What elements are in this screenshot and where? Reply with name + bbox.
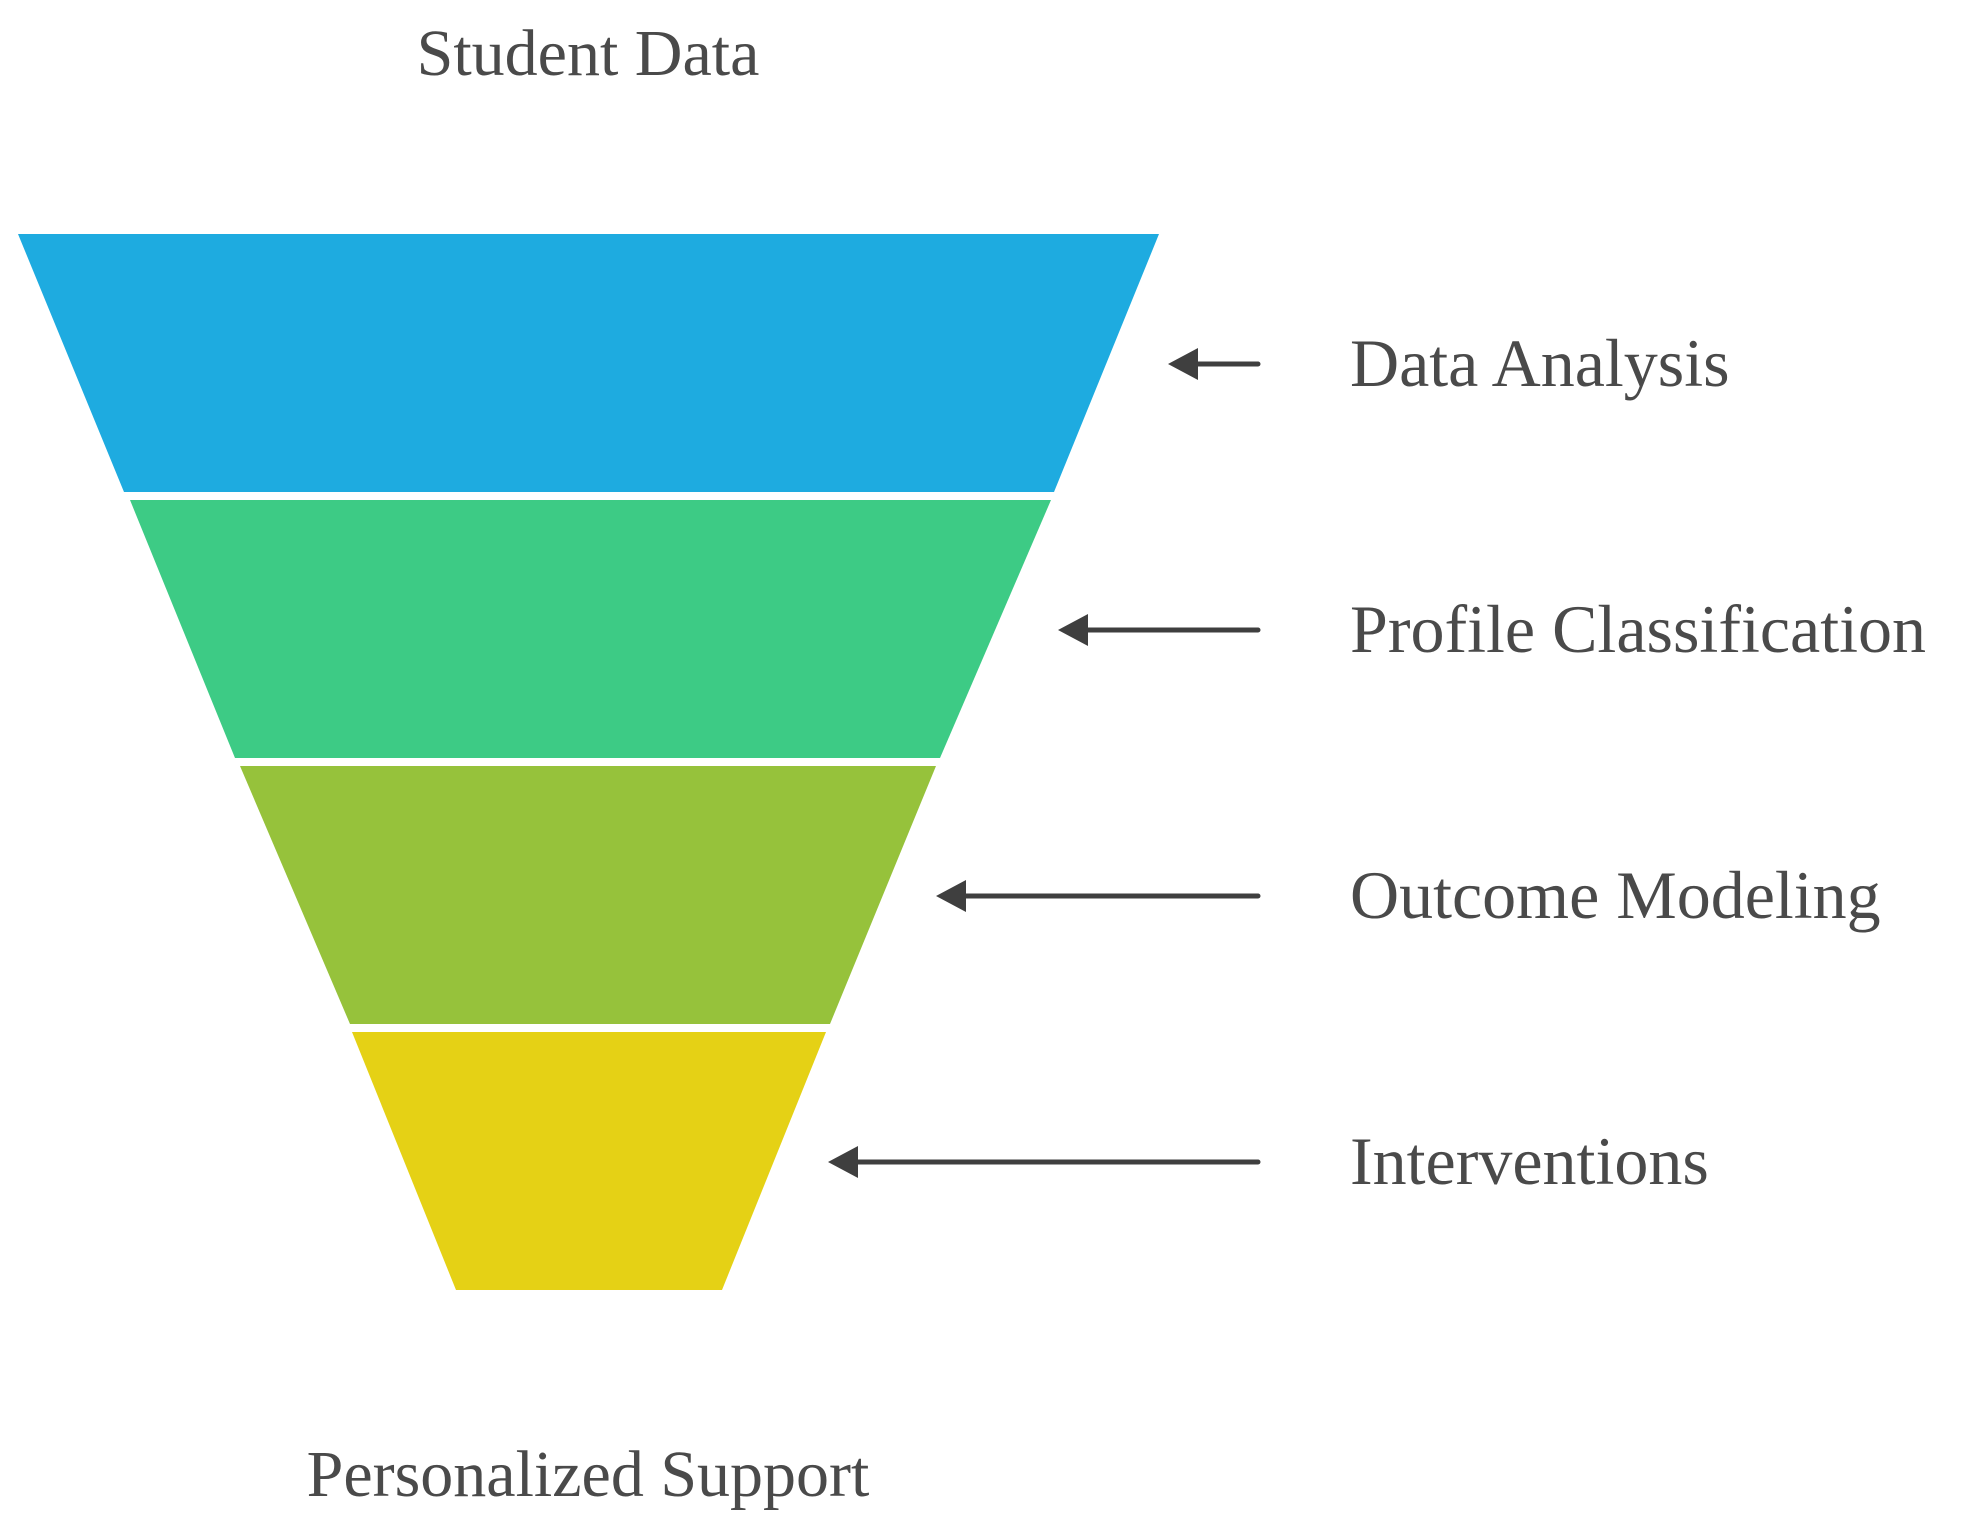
arrow-left-icon <box>828 1146 858 1178</box>
arrow-data-analysis <box>1168 348 1261 380</box>
funnel-band-data-analysis <box>18 234 1159 492</box>
arrow-left-icon <box>1168 348 1198 380</box>
arrow-left-icon <box>936 880 966 912</box>
funnel-band-interventions <box>352 1032 826 1290</box>
arrow-profile-classification <box>1058 614 1261 646</box>
arrow-outcome-modeling <box>936 880 1261 912</box>
funnel-band-outcome-modeling <box>240 766 936 1024</box>
arrow-interventions <box>828 1146 1261 1178</box>
stage-label-profile-classification: Profile Classification <box>1350 591 1926 667</box>
arrow-left-icon <box>1058 614 1088 646</box>
stage-label-data-analysis: Data Analysis <box>1350 325 1730 401</box>
funnel-bottom-label: Personalized Support <box>307 1438 870 1511</box>
stage-label-interventions: Interventions <box>1350 1123 1709 1199</box>
funnel-top-label: Student Data <box>417 17 760 90</box>
stage-label-outcome-modeling: Outcome Modeling <box>1350 857 1881 933</box>
funnel-band-profile-classification <box>130 500 1051 758</box>
